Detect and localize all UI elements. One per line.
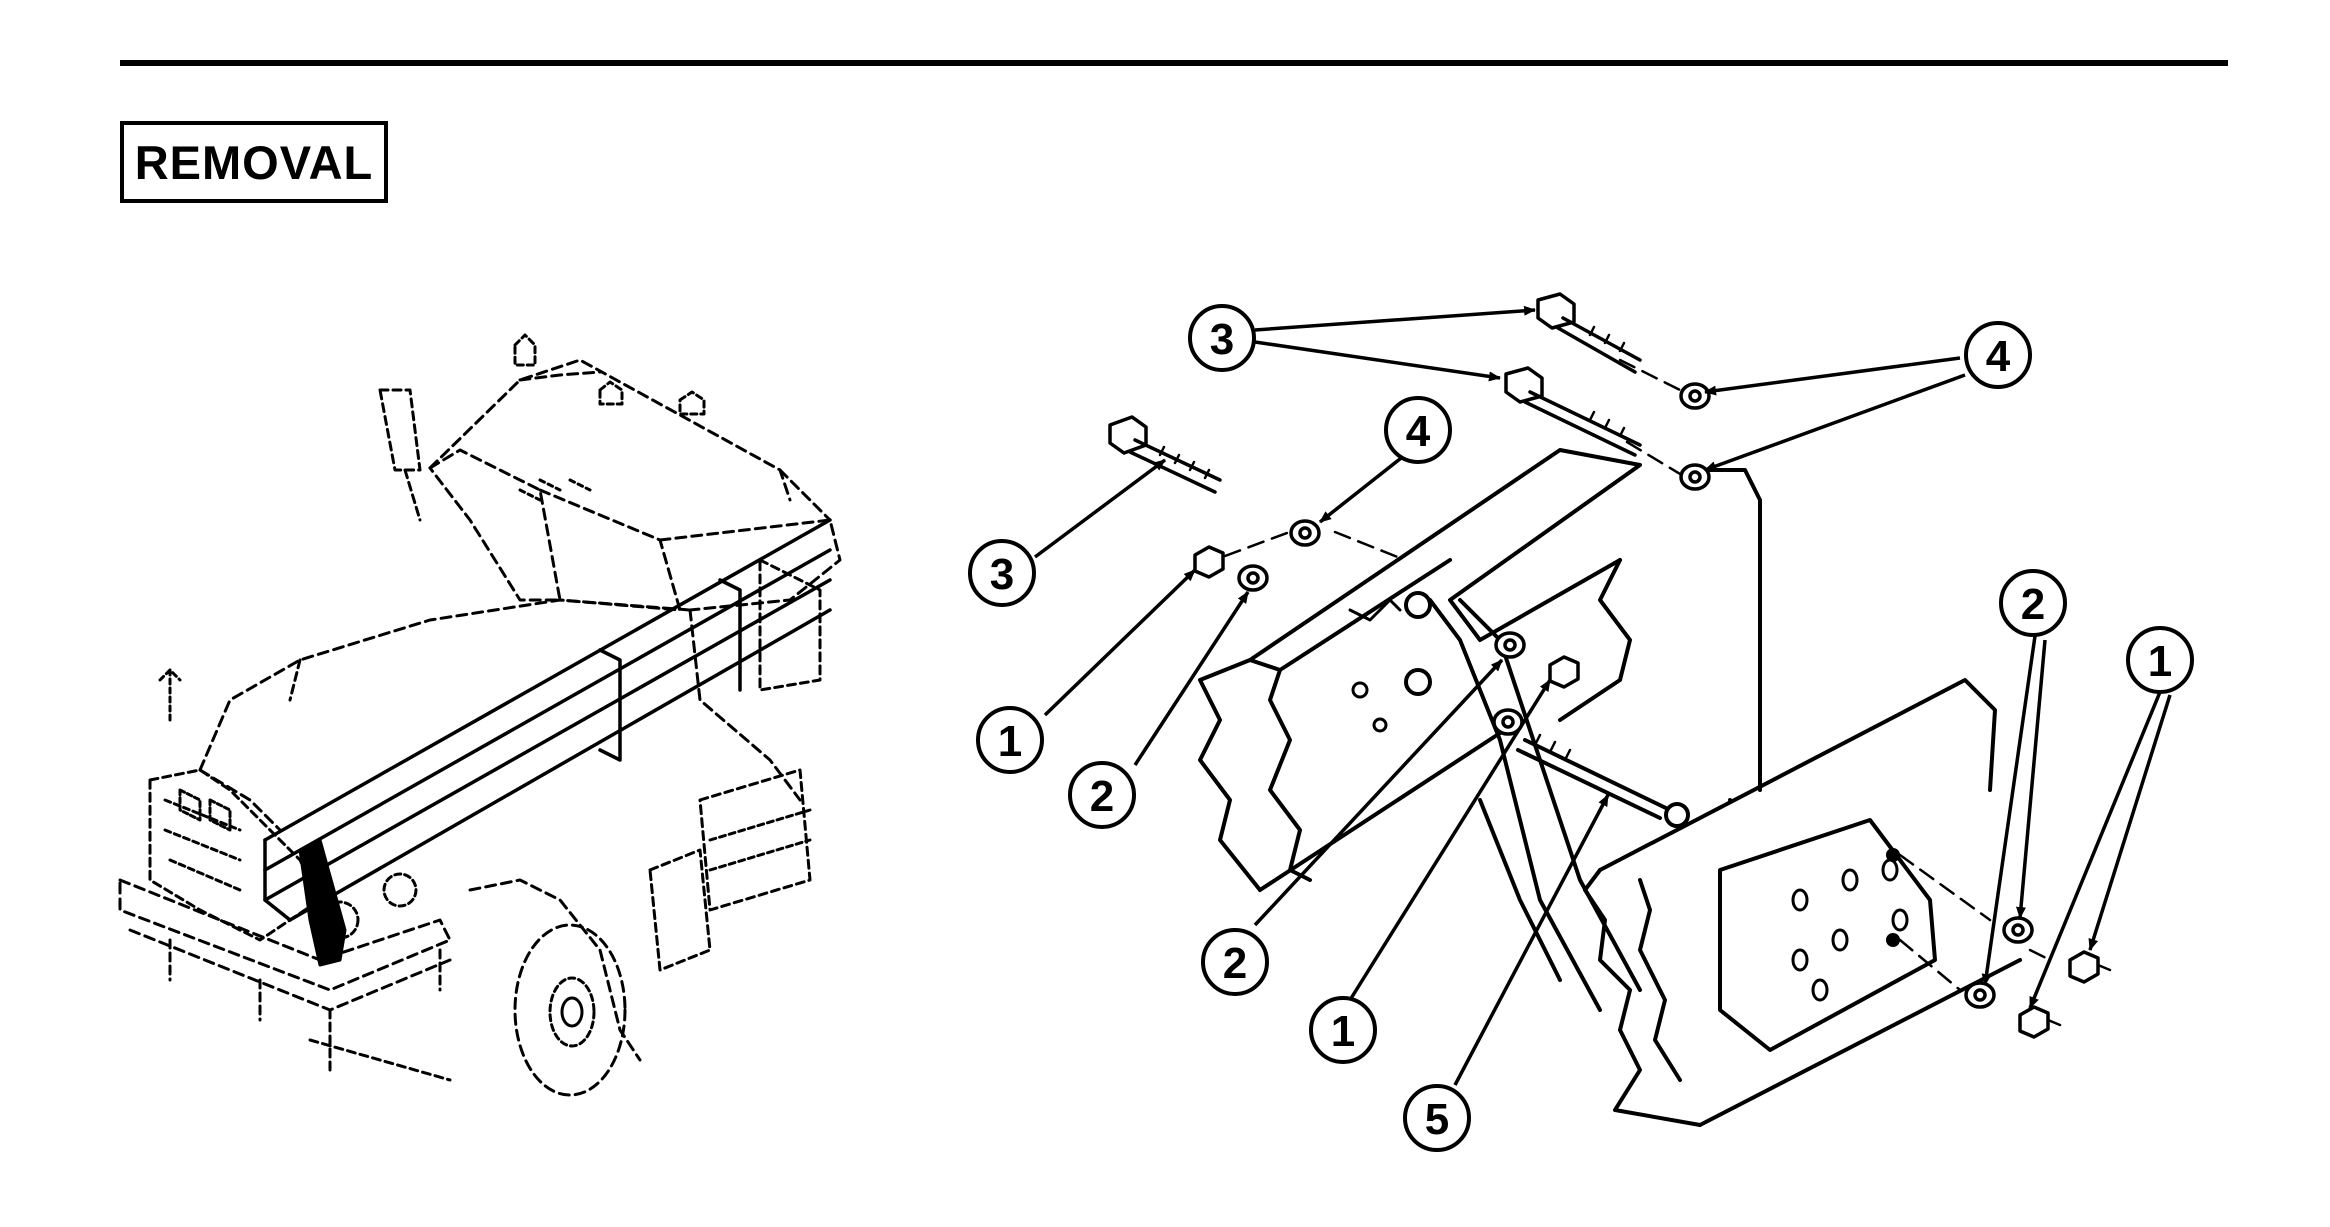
callout-4-mid: 4 xyxy=(1384,396,1452,464)
truck-line-drawing-icon xyxy=(118,333,842,1097)
callout-5: 5 xyxy=(1403,1084,1471,1152)
callout-1-center: 1 xyxy=(1309,996,1377,1064)
section-header-box: REMOVAL xyxy=(120,121,388,203)
svg-text:3: 3 xyxy=(990,550,1014,599)
leader-arrows xyxy=(1033,305,2172,1086)
section-title: REMOVAL xyxy=(134,135,374,189)
svg-text:5: 5 xyxy=(1425,1095,1449,1144)
callout-2-right: 2 xyxy=(1999,569,2067,637)
callout-1-left: 1 xyxy=(976,706,1044,774)
callout-3-left: 3 xyxy=(968,539,1036,607)
top-rule xyxy=(120,60,2228,66)
nut-hardware-group xyxy=(1193,545,2112,1039)
bolt-hardware-group xyxy=(1108,292,1642,494)
washer-hardware-group xyxy=(1237,382,2034,1009)
callout-circles: 3 4 3 4 1 2 2 1 xyxy=(968,304,2194,1152)
svg-text:4: 4 xyxy=(1406,407,1431,456)
callout-1-right: 1 xyxy=(2126,626,2194,694)
svg-text:4: 4 xyxy=(1986,332,2011,381)
svg-text:2: 2 xyxy=(2021,580,2045,629)
callout-2-left: 2 xyxy=(1068,761,1136,829)
svg-text:3: 3 xyxy=(1210,315,1234,364)
svg-text:1: 1 xyxy=(2148,637,2172,686)
svg-text:1: 1 xyxy=(1331,1007,1355,1056)
svg-text:2: 2 xyxy=(1223,939,1247,988)
callout-4-top-right: 4 xyxy=(1964,321,2032,389)
exploded-bracket-drawing-icon xyxy=(1108,292,2112,1127)
callout-3-top: 3 xyxy=(1188,304,1256,372)
svg-text:1: 1 xyxy=(998,717,1022,766)
svg-text:2: 2 xyxy=(1090,772,1114,821)
callout-2-center: 2 xyxy=(1201,928,1269,996)
